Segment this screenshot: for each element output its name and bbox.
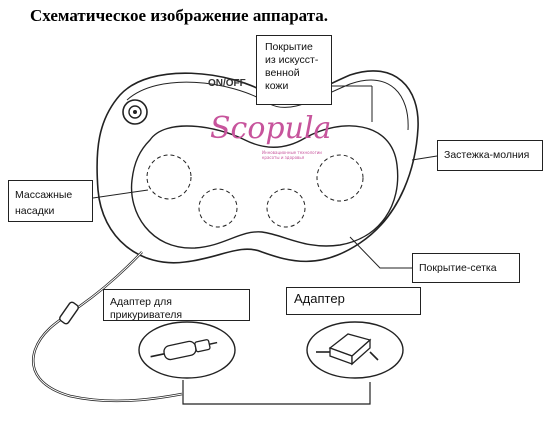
leader-nozzles xyxy=(92,189,149,199)
car-adapter-icon xyxy=(150,339,218,361)
onoff-label: ON/OFF xyxy=(208,78,246,89)
callout-line: насадки xyxy=(15,205,55,217)
brand-logo: Scopula xyxy=(210,111,332,146)
power-adapter-icon xyxy=(316,333,379,366)
callout-text: Покрытие-сетка xyxy=(419,262,497,274)
power-cable-inner xyxy=(32,251,183,402)
callout-power-adapter: Адаптер xyxy=(286,287,421,315)
callout-line: венной xyxy=(265,67,300,79)
nozzle-4 xyxy=(316,154,364,202)
callout-line: из искусст- xyxy=(265,54,319,66)
massager-inner-seam xyxy=(126,79,409,131)
leader-zipper xyxy=(411,155,438,161)
callout-mesh-cover: Покрытие-сетка xyxy=(412,253,520,283)
diagram-title: Схематическое изображение аппарата. xyxy=(30,6,329,25)
callout-text: Адаптер для прикуривателя xyxy=(110,296,183,321)
nozzle-2 xyxy=(198,188,238,228)
callout-car-adapter: Адаптер для прикуривателя xyxy=(103,289,250,321)
brand-logo-subtitle: Инновационные технологии красоты и здоро… xyxy=(262,150,322,160)
cable-inline-switch xyxy=(59,301,79,325)
callout-text: Адаптер xyxy=(294,291,345,306)
callout-leather-cover: Покрытие из искусст- венной кожи xyxy=(256,35,332,105)
power-button-inner xyxy=(128,105,142,119)
callout-massage-nozzles: Массажные насадки xyxy=(8,180,93,222)
callout-line: Массажные xyxy=(15,189,73,201)
power-button-dot xyxy=(133,110,137,114)
callout-zipper: Застежка-молния xyxy=(437,140,543,171)
callout-text: Застежка-молния xyxy=(444,149,530,161)
callout-line: Покрытие xyxy=(265,41,313,53)
nozzle-1 xyxy=(146,154,192,200)
leader-mesh xyxy=(349,236,412,269)
callout-line: кожи xyxy=(265,80,289,92)
connector-bracket xyxy=(182,380,371,405)
nozzle-3 xyxy=(266,188,306,228)
